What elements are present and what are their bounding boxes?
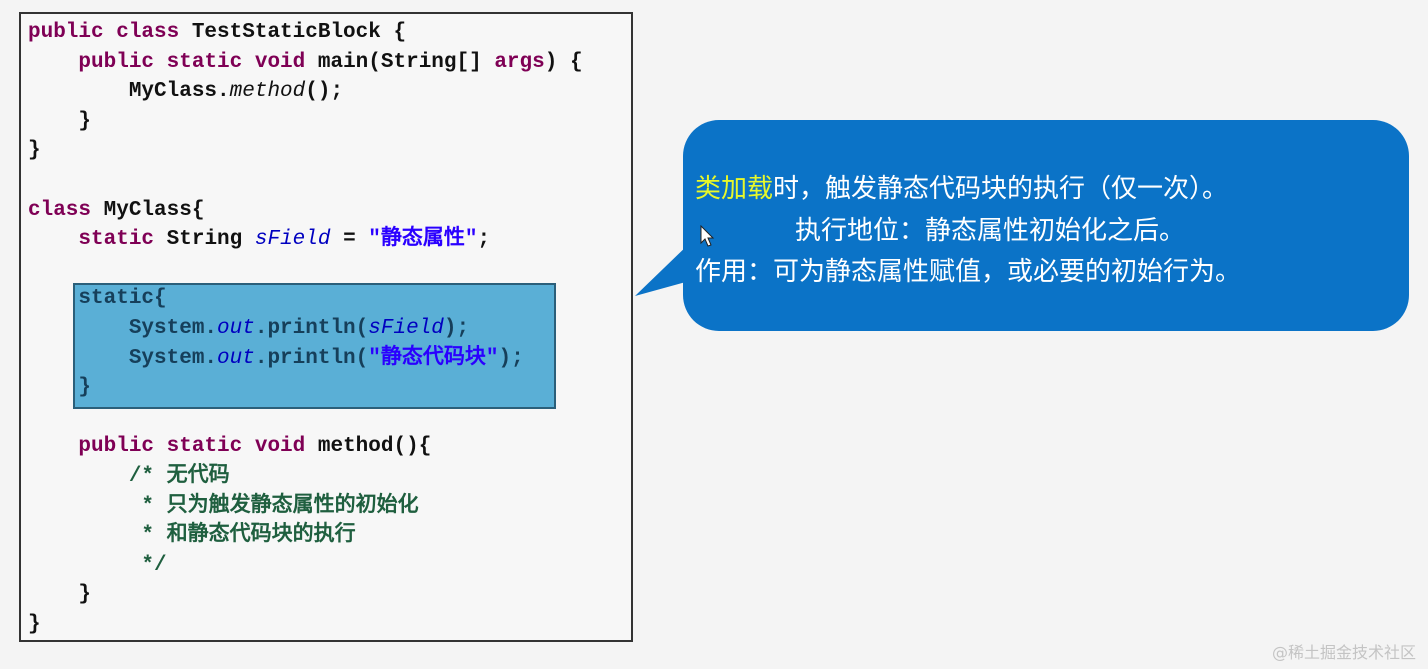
callout-line-2: 执行地位：静态属性初始化之后。 [795,216,1186,246]
callout-bubble [683,120,1409,331]
code-token: ); [498,346,524,370]
watermark: @稀土掘金技术社区 [1271,643,1416,662]
code-token: out [217,346,255,370]
code-line: */ [28,551,583,581]
mouse-cursor-icon [700,225,715,247]
callout-line-1: 类加载时，触发静态代码块的执行（仅一次）。 [695,168,1228,205]
code-token: (); [305,80,344,104]
code-token: String [166,228,255,252]
code-line: } [28,373,583,403]
code-token: public static void [78,50,318,74]
code-token: */ [28,553,167,577]
code-token: static [78,228,167,252]
code-token: * 和静态代码块的执行 [28,524,356,548]
code-token: ) { [544,50,583,74]
code-line: System.out.println("静态代码块"); [28,344,583,374]
code-line: public class TestStaticBlock { [28,18,583,48]
code-line: static String sField = "静态属性"; [28,225,583,255]
code-token [28,228,78,251]
code-line: * 只为触发静态属性的初始化 [28,492,583,522]
code-line: MyClass.method(); [28,77,583,107]
code-token [28,51,78,74]
code-token: ; [477,228,491,252]
code-token: static{ [28,287,167,311]
code-token: } [28,109,92,133]
callout-line-1-text: 时，触发静态代码块的执行（仅一次）。 [773,174,1229,204]
code-token: .println( [254,346,369,370]
code-token: * 只为触发静态属性的初始化 [28,494,419,518]
code-token: } [28,583,92,607]
code-token: args [494,50,545,74]
code-token: main(String[] [317,50,495,74]
callout-highlight: 类加载 [695,174,774,204]
code-token: method(){ [317,435,432,459]
code-token: } [28,612,41,636]
code-token: public class [28,21,192,44]
code-line: System.out.println(sField); [28,314,583,344]
code-line [28,403,583,433]
code-token: "静态代码块" [368,346,499,370]
code-token: ); [443,316,470,340]
code-token: out [217,316,255,340]
code-token: MyClass. [28,80,230,104]
callout-line-3: 作用：可为静态属性赋值，或必要的初始行为。 [695,257,1242,287]
code-line: } [28,610,583,640]
static-block-highlight [73,283,556,409]
code-token: sField [254,228,331,252]
code-token: MyClass{ [103,198,205,222]
code-token: /* 无代码 [28,464,230,488]
code-line: static{ [28,284,583,314]
code-line: class MyClass{ [28,196,583,226]
code-token: } [28,376,92,400]
code-listing: public class TestStaticBlock { public st… [28,18,583,639]
code-token [28,435,78,458]
code-panel: public class TestStaticBlock { public st… [19,12,633,642]
code-line: public static void main(String[] args) { [28,48,583,78]
code-line: /* 无代码 [28,462,583,492]
code-token: .println( [254,316,369,340]
code-token: sField [368,316,444,340]
code-line [28,255,583,285]
code-line: } [28,136,583,166]
code-line [28,166,583,196]
code-token: public static void [78,435,318,459]
code-token: class [28,198,104,222]
code-token: System. [28,346,218,370]
code-token: TestStaticBlock { [191,21,407,44]
code-token: System. [28,316,218,340]
code-token: method [229,80,306,104]
code-token: } [28,139,41,163]
code-line: * 和静态代码块的执行 [28,521,583,551]
code-line: } [28,107,583,137]
code-line: } [28,580,583,610]
code-line: public static void method(){ [28,432,583,462]
callout-tail [635,240,693,296]
code-token: "静态属性" [368,228,478,252]
code-token: = [330,228,369,252]
